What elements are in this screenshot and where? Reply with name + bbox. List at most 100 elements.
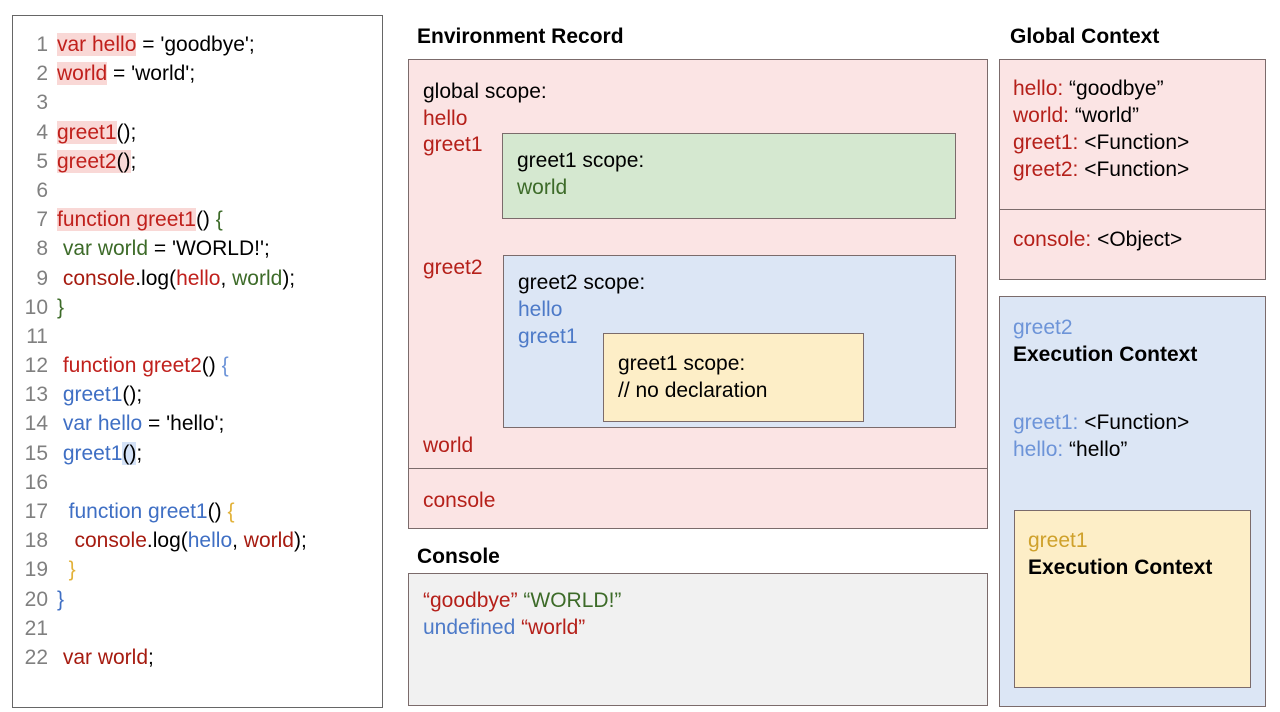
global-var-row: hello: “goodbye”: [1013, 75, 1164, 102]
code-line-text: var hello = 'goodbye';: [57, 30, 255, 59]
code-token: );: [282, 266, 296, 290]
code-line-text: greet1();: [57, 380, 142, 409]
var-key: greet2:: [1013, 158, 1085, 181]
nested-greet1-scope-comment: // no declaration: [618, 379, 768, 402]
code-line-text: var hello = 'hello';: [57, 409, 225, 438]
code-line: 9 console.log(hello, world);: [13, 264, 382, 293]
code-token: (): [122, 441, 137, 465]
greet2-ec-label: Execution Context: [1013, 343, 1198, 366]
line-number: 9: [36, 266, 48, 290]
code-token: ;: [130, 149, 137, 173]
code-line: 11: [13, 322, 382, 351]
console-token: “goodbye”: [423, 589, 518, 612]
greet1-scope-var-world: world: [517, 176, 568, 199]
code-line: 17 function greet1() {: [13, 497, 382, 526]
code-token: ,: [220, 266, 233, 290]
greet2-ec-name: greet2: [1013, 316, 1073, 339]
code-line-text: function greet1() {: [57, 497, 235, 526]
console-token: undefined: [423, 616, 516, 639]
var-value: <Function>: [1084, 158, 1190, 181]
line-number: 18: [24, 529, 48, 553]
code-line-text: }: [57, 585, 64, 614]
code-line-text: var world;: [57, 643, 154, 672]
console-output-line: undefined “world”: [423, 614, 585, 641]
line-number: 7: [36, 208, 48, 232]
binding-greet2: greet2: [423, 256, 483, 279]
console-panel: “goodbye” “WORLD!” undefined “world”: [408, 573, 988, 706]
code-token: = 'goodbye';: [136, 33, 255, 56]
code-token: var world: [57, 237, 149, 261]
code-line-text: function greet1() {: [57, 205, 223, 234]
code-line: 12 function greet2() {: [13, 351, 382, 380]
code-token: console: [57, 266, 136, 290]
line-number: 17: [24, 500, 48, 523]
global-scope-label: global scope:: [423, 80, 547, 103]
global-var-row: greet2: <Function>: [1013, 156, 1189, 183]
code-line-text: greet1();: [57, 439, 142, 468]
greet2-execution-context-panel: greet2 Execution Context greet1: <Functi…: [999, 296, 1266, 707]
code-line-text: }: [57, 293, 64, 322]
greet2-scope-var-hello: hello: [518, 298, 563, 321]
code-token: (): [201, 354, 222, 378]
console-token: “world”: [521, 616, 586, 639]
code-line: 3: [13, 88, 382, 117]
code-token: greet1: [57, 383, 123, 407]
binding-hello: hello: [423, 107, 468, 130]
global-context-variables: hello: “goodbye” world: “world” greet1: …: [1000, 60, 1265, 210]
line-number: 13: [24, 383, 48, 407]
code-token: (): [207, 500, 228, 523]
code-token: world: [232, 266, 283, 290]
greet2-ec-var-row: greet1: <Function>: [1013, 409, 1189, 436]
var-value: <Function>: [1084, 131, 1190, 154]
code-token: var world: [57, 645, 149, 669]
greet1-execution-context-panel: greet1 Execution Context: [1014, 510, 1251, 688]
greet1-scope-box: greet1 scope: world: [502, 133, 956, 219]
code-line-text: world = 'world';: [57, 59, 195, 88]
greet1-ec-name: greet1: [1028, 529, 1088, 552]
line-number: 8: [36, 237, 48, 261]
code-token: (): [116, 149, 131, 173]
line-number: 6: [36, 178, 48, 202]
global-context-panel: hello: “goodbye” world: “world” greet1: …: [999, 59, 1266, 280]
code-token: function greet2: [57, 354, 202, 378]
nested-greet1-scope-box: greet1 scope: // no declaration: [603, 333, 864, 422]
binding-console: console: [423, 489, 496, 512]
var-value: <Function>: [1084, 411, 1190, 434]
line-number: 19: [24, 558, 48, 582]
code-token: ;: [148, 645, 154, 669]
code-line-text: greet1();: [57, 118, 136, 147]
code-token: }: [57, 295, 65, 319]
code-token: greet1: [57, 120, 117, 144]
environment-record-console-row: console: [409, 469, 987, 528]
global-var-row: greet1: <Function>: [1013, 129, 1189, 156]
binding-greet1: greet1: [423, 133, 483, 156]
code-token: world: [57, 62, 108, 86]
code-line-text: greet2();: [57, 147, 136, 176]
greet2-scope-title: greet2 scope:: [518, 271, 646, 294]
global-var-row: world: “world”: [1013, 102, 1139, 129]
var-value: “hello”: [1069, 438, 1128, 461]
line-number: 12: [24, 354, 48, 378]
code-token: function greet1: [57, 208, 196, 232]
var-key: hello:: [1013, 77, 1070, 100]
var-key: greet1:: [1013, 411, 1085, 434]
code-line: 19 }: [13, 555, 382, 584]
binding-world: world: [423, 434, 474, 457]
code-token: var hello: [57, 33, 137, 56]
line-number: 1: [36, 33, 48, 56]
code-line: 15 greet1();: [13, 439, 382, 468]
code-line: 14 var hello = 'hello';: [13, 409, 382, 438]
line-number: 11: [26, 324, 48, 348]
var-value: “goodbye”: [1069, 77, 1164, 100]
var-value: “world”: [1074, 104, 1140, 127]
code-token: {: [215, 208, 223, 232]
code-line: 8 var world = 'WORLD!';: [13, 234, 382, 263]
line-number: 15: [24, 441, 48, 465]
greet1-ec-label: Execution Context: [1028, 556, 1213, 579]
code-token: ();: [122, 383, 143, 407]
global-object-row: console: <Object>: [1013, 226, 1182, 253]
line-number: 4: [36, 120, 48, 144]
code-token: }: [57, 587, 65, 611]
code-token: .log(: [135, 266, 177, 290]
